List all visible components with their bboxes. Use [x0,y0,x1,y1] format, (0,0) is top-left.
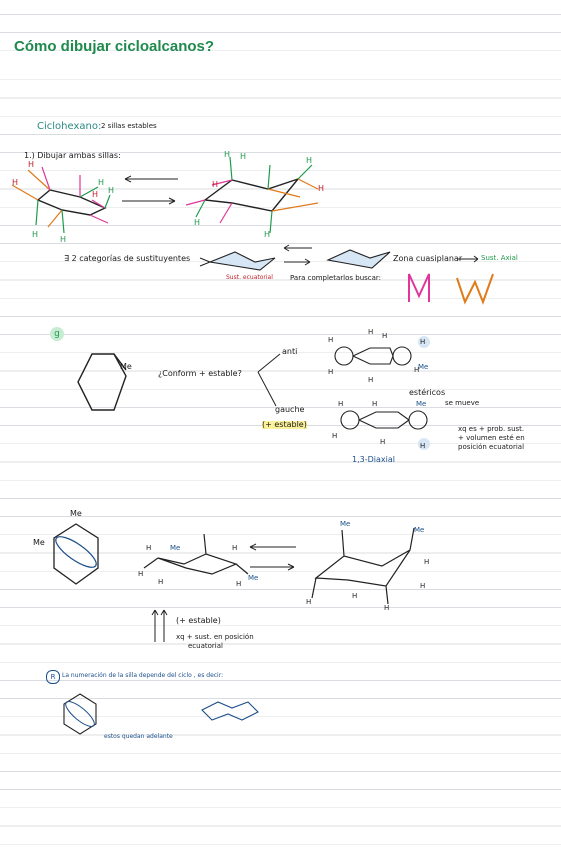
diaxial-label: 1,3-Diaxial [352,455,395,464]
svg-text:H: H [60,235,66,244]
numbered-hexagon [53,523,99,585]
svg-text:H: H [306,156,312,165]
svg-text:H: H [328,368,333,376]
svg-text:H: H [382,332,387,340]
methylcyclohexane-structure [77,353,127,411]
reason-line-2: ecuatorial [188,642,223,650]
svg-text:H: H [28,160,34,169]
svg-text:Me: Me [170,544,180,552]
estos-quedan-adelante: estos quedan adelante [104,733,173,740]
svg-text:H: H [318,184,324,193]
mas-estable-label: (+ estable) [176,616,221,625]
svg-text:H: H [352,592,357,600]
numbering-note: La numeración de la silla depende del ci… [62,672,224,679]
section-heading-ciclohexano: Ciclohexano: [37,121,102,132]
question-branches [257,353,281,407]
axial-equatorial-diagram [199,244,391,271]
svg-text:H: H [420,582,425,590]
svg-text:H: H [420,442,425,450]
small-chair [201,701,259,721]
svg-text:H: H [264,230,270,239]
svg-text:H: H [138,570,143,578]
methyl-label-top: Me [70,509,82,518]
explanation-line-2: + volumen esté en [458,434,525,442]
svg-text:H: H [108,186,114,195]
svg-text:H: H [420,338,425,346]
methyl-label: Me [120,362,132,371]
svg-text:H: H [224,150,230,159]
methyl-label-left: Me [33,538,45,547]
se-mueve-label: se mueve [445,399,480,407]
svg-text:H: H [328,336,333,344]
svg-text:H: H [98,178,104,187]
page-title: Cómo dibujar cicloalcanos? [14,38,215,55]
svg-text:Me: Me [418,363,428,371]
svg-text:Me: Me [416,400,426,408]
svg-text:H: H [212,180,218,189]
remark-marker: R [46,670,60,684]
svg-text:H: H [368,328,373,336]
svg-text:Me: Me [340,520,350,528]
svg-text:H: H [380,438,385,446]
gauche-note: (+ estable) [262,420,307,429]
sust-ecuatorial-label: Sust. ecuatorial [226,274,273,281]
zona-cuasiplanar: Zona cuasiplanar [393,254,463,263]
completar-text: Para completarlos buscar: [290,274,382,282]
remark-marker-label: R [50,673,56,681]
svg-text:H: H [338,400,343,408]
svg-text:H: H [240,152,246,161]
example-marker: g [50,327,64,341]
svg-text:H: H [32,230,38,239]
estericos-label: estéricos [409,388,446,397]
svg-text:Me: Me [248,574,258,582]
arrow-to-axial [458,255,479,263]
svg-text:H: H [146,544,151,552]
example-marker-label: g [54,329,60,339]
svg-text:H: H [414,366,419,374]
svg-text:H: H [194,218,200,227]
svg-text:H: H [236,580,241,588]
svg-text:H: H [158,578,163,586]
svg-text:H: H [332,432,337,440]
anti-label: anti [282,347,298,356]
svg-text:H: H [368,376,373,384]
svg-text:H: H [372,400,377,408]
section-subheading: 2 sillas estables [101,122,157,130]
svg-text:H: H [306,598,311,606]
svg-text:H: H [92,190,98,199]
m-w-shapes [408,273,494,305]
svg-text:H: H [232,544,237,552]
step-1-text: 1.) Dibujar ambas sillas: [24,151,121,160]
small-hexagon [63,693,97,735]
svg-text:H: H [12,178,18,187]
gauche-label: gauche [275,405,305,414]
step-2-text: ∃ 2 categorías de sustituyentes [64,254,191,263]
explanation-line-1: xq es + prob. sust. [458,425,525,433]
svg-text:H: H [384,604,389,612]
svg-text:Me: Me [414,526,424,534]
svg-text:H: H [424,558,429,566]
explanation-line-3: posición ecuatorial [458,443,525,451]
equilibrium-arrows [249,543,296,571]
up-arrows [151,609,168,642]
conformation-question: ¿Conform + estable? [158,369,242,378]
sust-axial-label: Sust. Axial [481,254,518,262]
reason-line-1: xq + sust. en posición [176,633,254,641]
